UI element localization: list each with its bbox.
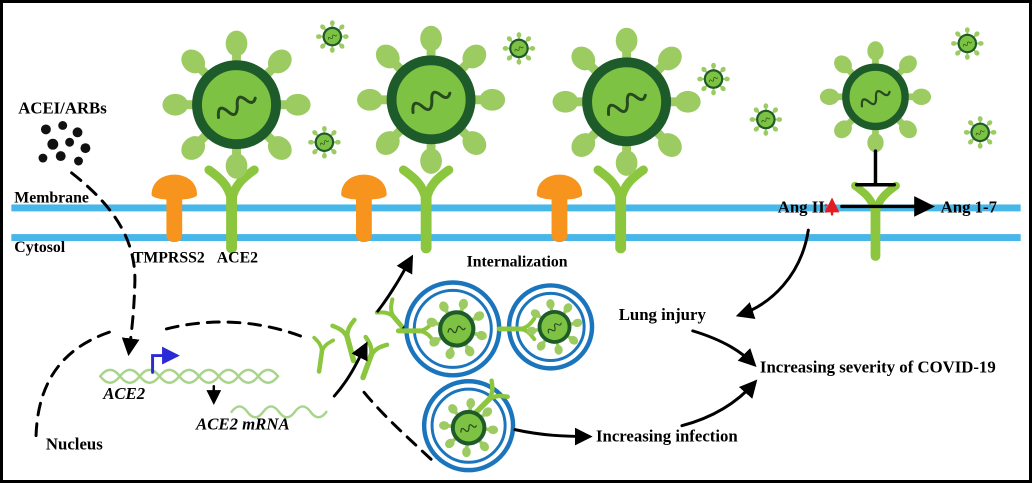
lung-injury-to-severity-arrow [691,329,757,367]
endosome-inner-membrane [430,387,507,464]
coronavirus-small [962,114,998,150]
label-increasing-severity: Increasing severity of COVID-19 [760,357,996,376]
drug-dot [38,153,48,163]
mrna-to-ace2-arrow [332,341,368,398]
label-ang-ii: Ang II [778,197,825,216]
mrna-strand [230,405,328,419]
coronavirus-small [949,26,985,61]
label-ace2-receptor: ACE2 [217,250,258,267]
label-ace2-gene: ACE2 [102,384,145,403]
endosome [499,283,595,371]
drug-dot [58,121,68,130]
coronavirus-small [501,31,537,66]
acei-arbs-dots [38,121,91,166]
drug-dot [55,151,66,162]
drug-dot [74,156,83,166]
ace2-to-membrane-arrow [376,254,414,313]
label-internalization: Internalization [467,254,568,271]
free-ace2-receptor [310,338,333,373]
label-nucleus: Nucleus [46,434,103,453]
drug-dot [65,137,75,147]
nucleus-envelope-arc-top [164,320,305,339]
endosome [398,280,502,378]
label-ang-1-7: Ang 1-7 [941,197,997,216]
label-cytosol: Cytosol [14,239,66,256]
nucleus-envelope-arc-right [362,390,433,461]
coronavirus-small [696,61,731,97]
coronavirus-particle [357,26,505,174]
coronavirus-small [307,124,342,160]
coronavirus-particle [820,41,931,152]
infection-to-severity-arrow [680,379,758,428]
drug-dot [40,124,51,135]
ace2-receptor [855,186,896,256]
coronavirus-particle [162,31,310,179]
coronavirus-small [748,102,784,137]
endosome-to-infection-arrow [513,427,593,446]
coronavirus-small [314,19,350,54]
label-ace2-mrna: ACE2 mRNA [195,415,290,434]
angii-to-lung-injury-arrow [735,228,810,320]
transcription-start-arrow [151,346,180,374]
label-tmprss2: TMPRSS2 [133,250,205,267]
dna-helix-strand [98,368,280,384]
membrane-bottom-line [11,234,1021,242]
label-acei-arbs: ACEI/ARBs [18,99,107,118]
label-membrane: Membrane [14,189,89,206]
endosome [421,381,516,473]
drug-dot [80,143,91,154]
coronavirus-particle [553,28,701,176]
dna-helix-strand [98,368,280,384]
acei-to-ace2gene-dashed-arrow [70,171,140,357]
label-lung-injury: Lung injury [619,305,707,324]
drug-dot [47,138,59,150]
label-increasing-infection: Increasing infection [596,426,738,445]
drug-dot [72,127,83,138]
figure-canvas: ACEI/ARBs Membrane Cytosol TMPRSS2 ACE2 … [11,19,1021,473]
membrane-top-line [11,204,1021,212]
nucleus-envelope-arc-left [34,329,115,438]
angii-increase-arrow-glyph: ↑ [822,199,830,216]
